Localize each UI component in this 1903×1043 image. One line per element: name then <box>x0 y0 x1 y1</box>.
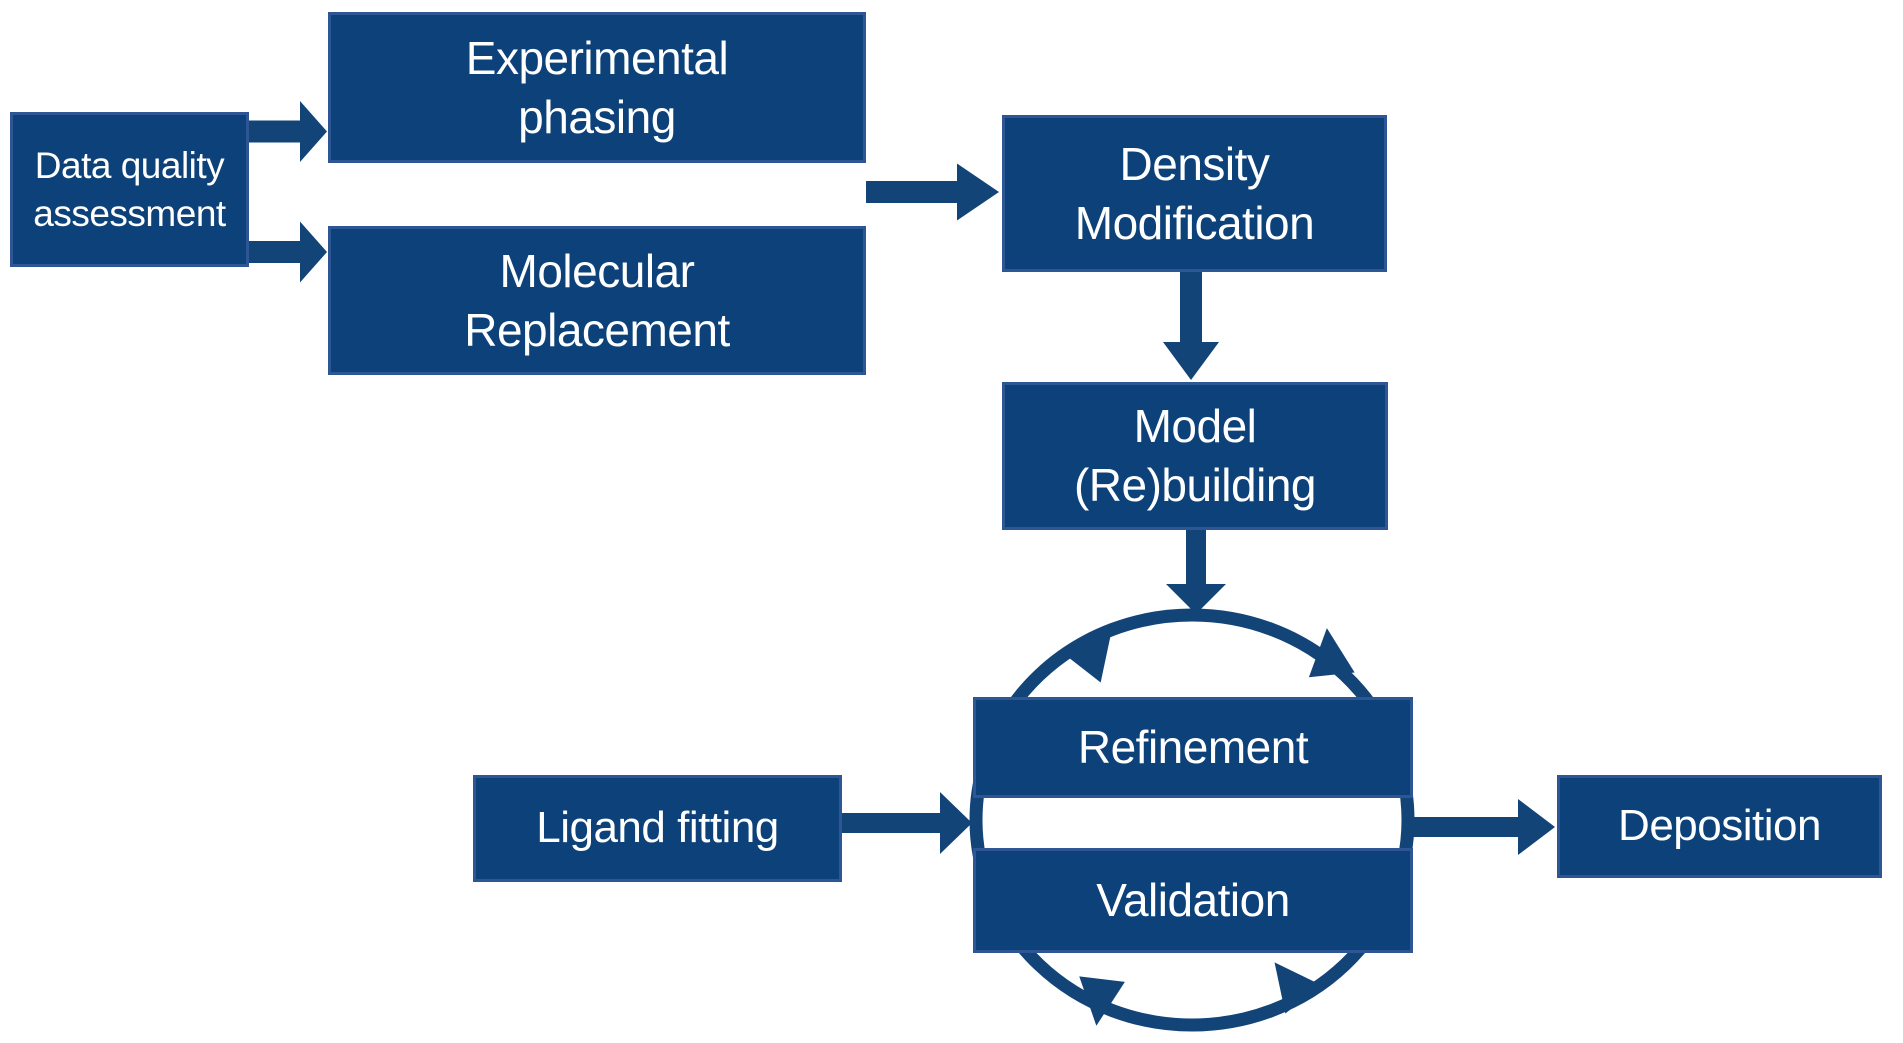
node-label: Modification <box>1074 196 1315 249</box>
node-ligand-fitting: Ligand fitting <box>473 775 842 882</box>
node-density-modification: Density Modification <box>1002 115 1387 272</box>
node-refinement: Refinement <box>973 697 1413 798</box>
node-label: phasing <box>518 90 676 143</box>
node-label: Refinement <box>1077 721 1309 774</box>
cycle-arrowhead-top-right-icon <box>1308 628 1355 678</box>
node-deposition: Deposition <box>1557 775 1882 878</box>
node-label: Molecular <box>499 244 695 297</box>
node-model-rebuilding: Model (Re)building <box>1002 382 1388 530</box>
node-label: (Re)building <box>1073 459 1317 511</box>
cycle-ring <box>969 608 1415 1032</box>
node-molecular-replacement: Molecular Replacement <box>328 226 866 375</box>
cycle-arrowhead-bottom-right-icon <box>1274 962 1322 1014</box>
node-experimental-phasing: Experimental phasing <box>328 12 866 163</box>
arrow-dataquality-to-phasing <box>249 101 327 162</box>
node-label: assessment <box>33 192 226 234</box>
node-label: Experimental <box>465 31 729 84</box>
arrow-model-to-cycle <box>1166 530 1226 614</box>
node-label: Replacement <box>464 303 730 356</box>
node-label: Validation <box>1096 874 1290 927</box>
arrow-cycle-to-deposition <box>1413 799 1555 855</box>
node-label: Ligand fitting <box>536 803 779 853</box>
node-label: Data quality <box>34 145 225 187</box>
arrow-dataquality-to-replacement <box>249 221 327 283</box>
arrow-density-to-model <box>1163 272 1219 380</box>
arrow-to-density-modification <box>866 163 999 221</box>
node-label: Density <box>1119 137 1270 190</box>
node-label: Deposition <box>1618 801 1821 851</box>
cycle-arrowhead-bottom-left-icon <box>1079 976 1125 1026</box>
node-label: Model <box>1133 400 1257 453</box>
arrow-ligand-to-cycle <box>842 792 972 854</box>
node-data-quality-assessment: Data quality assessment <box>10 112 249 267</box>
cycle-arrowhead-top-left-icon <box>1064 631 1112 683</box>
node-validation: Validation <box>973 848 1413 953</box>
